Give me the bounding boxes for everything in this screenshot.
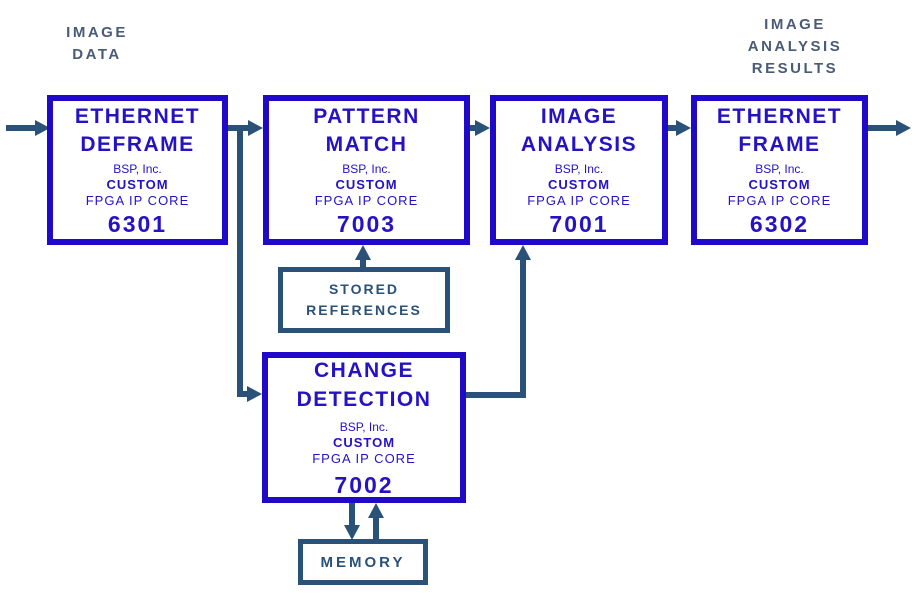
core-title-line: PATTERN — [313, 104, 420, 128]
stored-references-line1: STORED — [328, 281, 400, 297]
arrow-memory-to-change-detection — [368, 503, 384, 540]
core-title-line: DETECTION — [296, 388, 432, 411]
core-title-line: MATCH — [325, 132, 408, 156]
core-custom: CUSTOM — [106, 176, 169, 192]
core-title-line: FRAME — [738, 132, 821, 156]
image-analysis-results-label: IMAGE ANALYSIS RESULTS — [715, 14, 875, 80]
arrow-ethernet-deframe-to-pattern-match — [228, 120, 263, 136]
core-vendor: BSP, Inc. — [755, 161, 804, 176]
memory-label: MEMORY — [320, 553, 406, 571]
core-custom: CUSTOM — [332, 435, 396, 450]
core-vendor: BSP, Inc. — [554, 161, 604, 176]
core-vendor: BSP, Inc. — [113, 161, 162, 176]
core-title-line: ANALYSIS — [520, 132, 638, 156]
core-box-pattern-match: PATTERN MATCH BSP, Inc. CUSTOM FPGA IP C… — [263, 95, 470, 245]
core-type: FPGA IP CORE — [727, 192, 832, 208]
core-type: FPGA IP CORE — [314, 192, 419, 208]
image-data-label-line1: IMAGE — [66, 24, 128, 41]
core-box-ethernet-deframe: ETHERNET DEFRAME BSP, Inc. CUSTOM FPGA I… — [47, 95, 228, 245]
core-title-line: IMAGE — [540, 104, 618, 128]
core-part-number: 6302 — [749, 210, 810, 237]
core-box-change-detection: CHANGE DETECTION BSP, Inc. CUSTOM FPGA I… — [262, 352, 466, 503]
core-title-line: ETHERNET — [74, 104, 201, 128]
core-type: FPGA IP CORE — [527, 192, 631, 208]
core-custom: CUSTOM — [748, 176, 811, 192]
arrow-ethernet-frame-to-output — [868, 120, 911, 136]
arrow-change-detection-to-memory — [344, 503, 360, 540]
image-analysis-results-label-line2: ANALYSIS — [747, 38, 843, 55]
core-custom: CUSTOM — [547, 176, 611, 192]
core-part-number: 7001 — [549, 210, 609, 237]
core-vendor: BSP, Inc. — [342, 161, 391, 176]
core-title-line: CHANGE — [313, 359, 414, 382]
arrow-stored-references-to-pattern-match — [355, 245, 371, 268]
core-custom: CUSTOM — [335, 176, 398, 192]
stored-references-box: STORED REFERENCES — [278, 267, 450, 333]
core-part-number: 7002 — [334, 472, 394, 498]
stored-references-line2: REFERENCES — [306, 302, 422, 318]
arrow-change-detection-to-image-analysis — [466, 245, 531, 398]
core-part-number: 7003 — [336, 210, 397, 237]
core-part-number: 6301 — [107, 210, 168, 237]
arrow-image-analysis-to-ethernet-frame — [668, 120, 691, 136]
memory-box: MEMORY — [298, 539, 428, 585]
image-analysis-results-label-line3: RESULTS — [751, 60, 839, 77]
image-data-label: IMAGE DATA — [27, 22, 167, 66]
core-title-line: DEFRAME — [80, 132, 195, 156]
core-box-ethernet-frame: ETHERNET FRAME BSP, Inc. CUSTOM FPGA IP … — [691, 95, 868, 245]
core-box-image-analysis: IMAGE ANALYSIS BSP, Inc. CUSTOM FPGA IP … — [490, 95, 668, 245]
core-vendor: BSP, Inc. — [339, 420, 389, 434]
image-data-label-line2: DATA — [72, 46, 122, 63]
arrow-pattern-match-to-image-analysis — [470, 120, 490, 136]
core-type: FPGA IP CORE — [85, 192, 190, 208]
arrow-input-to-ethernet-deframe — [6, 120, 50, 136]
core-title-line: ETHERNET — [716, 104, 843, 128]
image-analysis-results-label-line1: IMAGE — [764, 16, 826, 33]
core-type: FPGA IP CORE — [312, 451, 416, 466]
arrow-ethernet-deframe-to-change-detection — [237, 126, 262, 402]
